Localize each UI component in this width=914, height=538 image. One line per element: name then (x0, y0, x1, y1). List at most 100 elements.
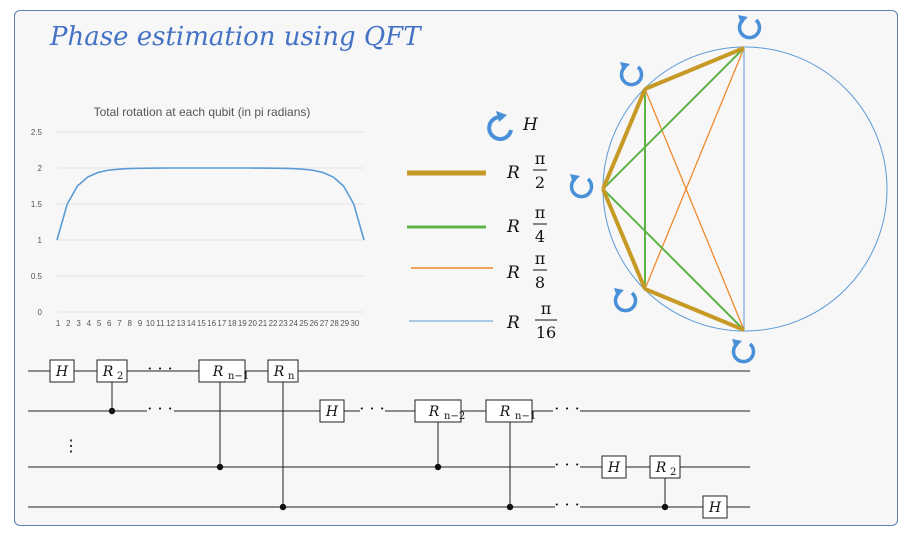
edge-r2 (644, 287, 745, 332)
chart-title: Total rotation at each qubit (in pi radi… (94, 105, 311, 119)
gate-subscript: n−1 (228, 371, 249, 382)
arrow-head (614, 288, 624, 297)
chart-x-tick-label: 23 (279, 319, 288, 328)
gate-label: R (499, 404, 511, 420)
legend-denominator: 2 (535, 173, 545, 192)
legend-item: Rπ2 (407, 149, 547, 192)
ellipsis: · · · (147, 399, 172, 418)
ellipsis: · · · (147, 359, 172, 378)
gate-box (319, 399, 345, 423)
gate-label: H (55, 364, 69, 380)
chart-x-tick-label: 21 (258, 319, 267, 328)
chart-x-tick-label: 7 (117, 319, 122, 328)
chart-x-tick-label: 25 (299, 319, 308, 328)
chart-y-tick-label: 1.5 (31, 200, 43, 209)
chart-x-tick-label: 27 (320, 319, 329, 328)
gate-box (601, 455, 627, 479)
gate-label: R (428, 404, 440, 420)
chart-x-tick-label: 26 (309, 319, 318, 328)
legend-denominator: 4 (535, 227, 545, 246)
ellipsis: · · · (359, 399, 384, 418)
gate-H: H (601, 455, 627, 479)
rotation-arrow-icon (737, 15, 762, 40)
arrow-arc (619, 65, 644, 87)
chart-x-tick-label: 14 (187, 319, 196, 328)
legend-pi: π (541, 299, 552, 318)
gate-label: H (607, 460, 621, 476)
chart-x-tick-label: 8 (128, 319, 133, 328)
ellipsis: · · · (554, 399, 579, 418)
arrow-arc (737, 18, 762, 40)
legend-item: Rπ 4 (407, 203, 547, 246)
control-dot (279, 503, 287, 511)
arrow-arc (731, 342, 756, 364)
chart-x-tick-label: 22 (269, 319, 278, 328)
chart-x-tick-label: 6 (107, 319, 112, 328)
gate-box (49, 359, 75, 383)
edge-r4 (602, 47, 745, 190)
gate-label: R (655, 460, 667, 476)
chart-x-tick-label: 30 (350, 319, 359, 328)
rotation-arrow-icon (569, 174, 594, 199)
control-dot (661, 503, 669, 511)
chart-x-tick-label: 24 (289, 319, 298, 328)
gate-box (485, 399, 533, 423)
chart-x-tick-label: 11 (156, 319, 165, 328)
gate-box (96, 359, 128, 383)
gate-H: H (49, 359, 75, 383)
chart-y-tick-label: 2.5 (31, 128, 43, 137)
legend-r-label: R (506, 263, 520, 283)
chart-x-tick-label: 1 (56, 319, 61, 328)
arrow-head (570, 174, 580, 183)
legend-r-label: R (506, 313, 520, 333)
chart-x-tick-label: 9 (138, 319, 143, 328)
gate-label: H (325, 404, 339, 420)
ellipsis: · · · (554, 495, 579, 514)
gate-subscript: n−1 (515, 411, 536, 422)
arrow-head (620, 62, 630, 71)
chart-y-tick-label: 0 (38, 308, 43, 317)
legend-r-label: R (506, 163, 520, 183)
gate-box (267, 359, 299, 383)
control-dot (434, 463, 442, 471)
circle-edges (601, 46, 745, 332)
chart-y-tick-label: 2 (38, 164, 43, 173)
control-dot (506, 503, 514, 511)
chart-x-tick-label: 4 (87, 319, 92, 328)
arrow-head (738, 15, 748, 24)
chart-x-tick-label: 15 (197, 319, 206, 328)
legend-r-label: R (506, 217, 520, 237)
gate-label: R (102, 364, 114, 380)
legend-pi: π (535, 203, 546, 222)
legend-denominator: 8 (535, 273, 545, 292)
chart-x-tick-label: 28 (330, 319, 339, 328)
rotation-arrow-icon (731, 339, 756, 364)
gate-box (198, 359, 246, 383)
gate-box (702, 495, 728, 519)
chart-x-tick-label: 12 (166, 319, 175, 328)
legend-item: Rπ8 (411, 249, 547, 292)
edge-r2 (601, 188, 647, 290)
chart-x-tick-label: 5 (97, 319, 102, 328)
edge-r2 (644, 46, 745, 91)
arrow-arc (569, 177, 594, 199)
rotation-arrow-icon (619, 62, 644, 87)
gate-H: H (702, 495, 728, 519)
chart-x-tick-label: 17 (217, 319, 226, 328)
edge-r4 (602, 188, 745, 331)
arrow-head (732, 339, 742, 348)
chart-y-ticks: 00.511.522.5 (31, 128, 43, 317)
page-title: Phase estimation using QFT (50, 22, 421, 52)
chart-x-tick-label: 13 (176, 319, 185, 328)
chart-x-tick-label: 16 (207, 319, 216, 328)
gate-subscript: 2 (670, 467, 676, 478)
